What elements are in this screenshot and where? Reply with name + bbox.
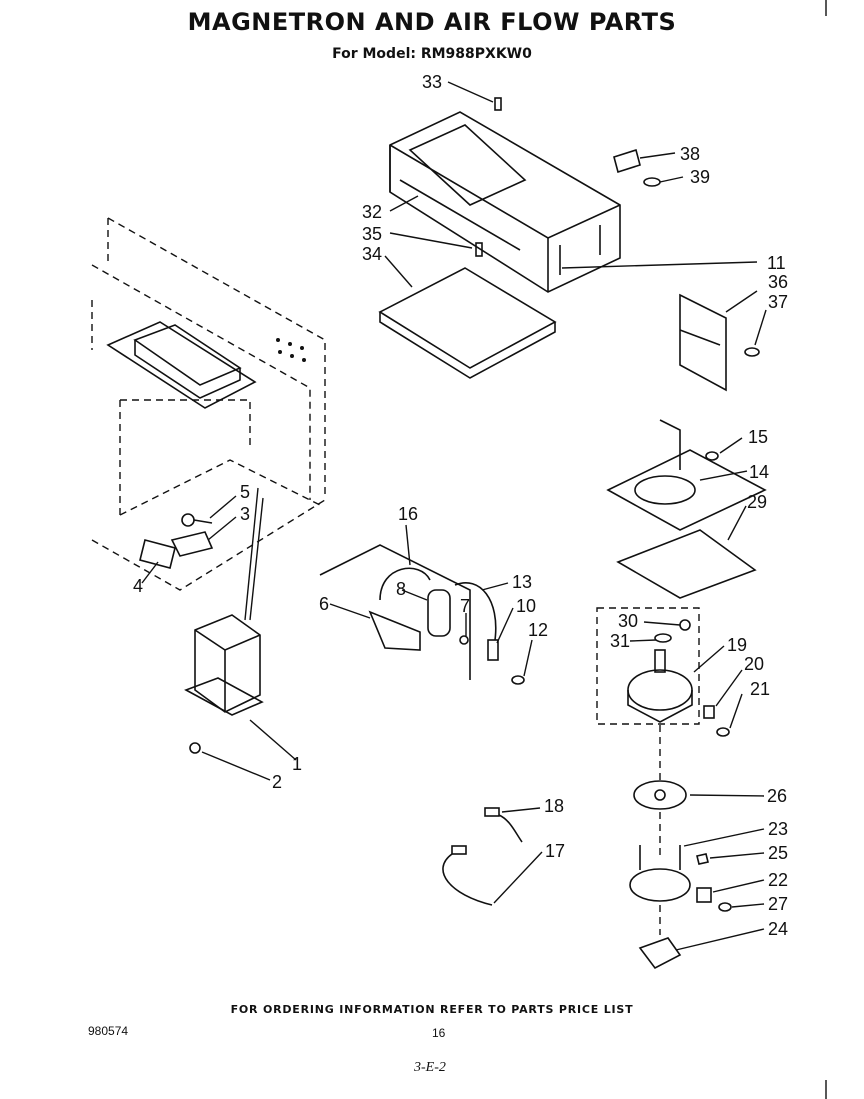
callout-35: 35 <box>362 224 382 244</box>
handwritten-note: 3-E-2 <box>414 1060 446 1075</box>
transformer-part-1 <box>184 614 264 716</box>
capacitor-part-8 <box>427 589 451 637</box>
motor-bracket-part-14 <box>606 419 767 531</box>
nut-part-25 <box>696 853 709 865</box>
callout-24: 24 <box>768 919 788 939</box>
callout-11: 11 <box>767 253 786 273</box>
callout-7: 7 <box>460 596 470 616</box>
callout-6: 6 <box>319 594 329 614</box>
screw-part-39 <box>643 177 661 187</box>
callout-labels: 33 38 39 32 35 34 11 36 37 15 14 29 5 3 … <box>133 72 788 939</box>
callout-27: 27 <box>768 894 788 914</box>
ordering-note: FOR ORDERING INFORMATION REFER TO PARTS … <box>230 1003 634 1016</box>
callout-37: 37 <box>768 292 788 312</box>
screw-part-37 <box>744 347 760 357</box>
bracket-part-38 <box>613 148 641 174</box>
callout-16: 16 <box>398 504 418 524</box>
screw-part-27 <box>718 902 732 912</box>
washer-part-31 <box>654 633 672 643</box>
callout-21: 21 <box>750 679 770 699</box>
fan-bracket-part-23 <box>629 845 691 902</box>
wire-part-18 <box>484 807 523 843</box>
screw-part-7 <box>459 635 469 645</box>
cover-plate-part-34 <box>378 267 557 379</box>
fan-motor-part-19 <box>627 649 693 723</box>
wire-part-17 <box>442 845 493 906</box>
callout-23: 23 <box>768 819 788 839</box>
callout-26: 26 <box>767 786 787 806</box>
wire-part-13 <box>454 582 497 641</box>
page-number: 16 <box>432 1026 446 1040</box>
callout-32: 32 <box>362 202 382 222</box>
callout-10: 10 <box>516 596 536 616</box>
switch-part-24 <box>638 937 682 970</box>
document-number: 980574 <box>88 1024 129 1038</box>
vent-holes <box>276 338 306 362</box>
magnetron-part <box>106 321 257 409</box>
callout-1: 1 <box>292 754 302 774</box>
clip-part-20 <box>703 705 715 719</box>
callout-5: 5 <box>240 482 250 502</box>
callout-30: 30 <box>618 611 638 631</box>
callout-14: 14 <box>749 462 769 482</box>
callout-15: 15 <box>748 427 768 447</box>
screw-part-2 <box>189 742 201 754</box>
clip-part-22 <box>696 887 712 903</box>
callout-29: 29 <box>747 492 767 512</box>
callout-17: 17 <box>545 841 565 861</box>
callout-4: 4 <box>133 576 143 596</box>
oven-cavity-outline <box>91 217 326 591</box>
screw-part-15 <box>705 451 719 461</box>
wire-part-16 <box>379 567 431 601</box>
callout-25: 25 <box>768 843 788 863</box>
screw-part-21 <box>716 727 730 737</box>
callout-13: 13 <box>512 572 532 592</box>
diode-part-10 <box>487 639 499 661</box>
callout-22: 22 <box>768 870 788 890</box>
callout-8: 8 <box>396 579 406 599</box>
screw-part-33 <box>494 97 502 111</box>
callout-19: 19 <box>727 635 747 655</box>
air-duct-assembly <box>389 111 621 293</box>
callout-31: 31 <box>610 631 630 651</box>
page-title: MAGNETRON AND AIR FLOW PARTS <box>187 8 677 36</box>
capacitor-bracket-part-6 <box>319 544 471 680</box>
callout-33: 33 <box>422 72 442 92</box>
bracket-part-4 <box>139 539 176 569</box>
model-line: For Model: RM988PXKW0 <box>332 46 532 62</box>
nut-part-30 <box>679 619 691 631</box>
callout-3: 3 <box>240 504 250 524</box>
motor-box-outline <box>596 607 700 725</box>
shield-part-36 <box>679 293 727 392</box>
callout-38: 38 <box>680 144 700 164</box>
callout-34: 34 <box>362 244 382 264</box>
callout-2: 2 <box>272 772 282 792</box>
bolt-part-5 <box>181 513 213 527</box>
leader-lines <box>141 81 767 951</box>
callout-12: 12 <box>528 620 548 640</box>
screw-part-35 <box>475 242 483 257</box>
callout-18: 18 <box>544 796 564 816</box>
callout-20: 20 <box>744 654 764 674</box>
fan-blade-part-26 <box>633 780 687 810</box>
screw-part-12 <box>511 675 525 685</box>
callout-39: 39 <box>690 167 710 187</box>
air-guide-part-29 <box>616 529 757 599</box>
thermal-protector-part-3 <box>170 531 214 557</box>
callout-36: 36 <box>768 272 788 292</box>
